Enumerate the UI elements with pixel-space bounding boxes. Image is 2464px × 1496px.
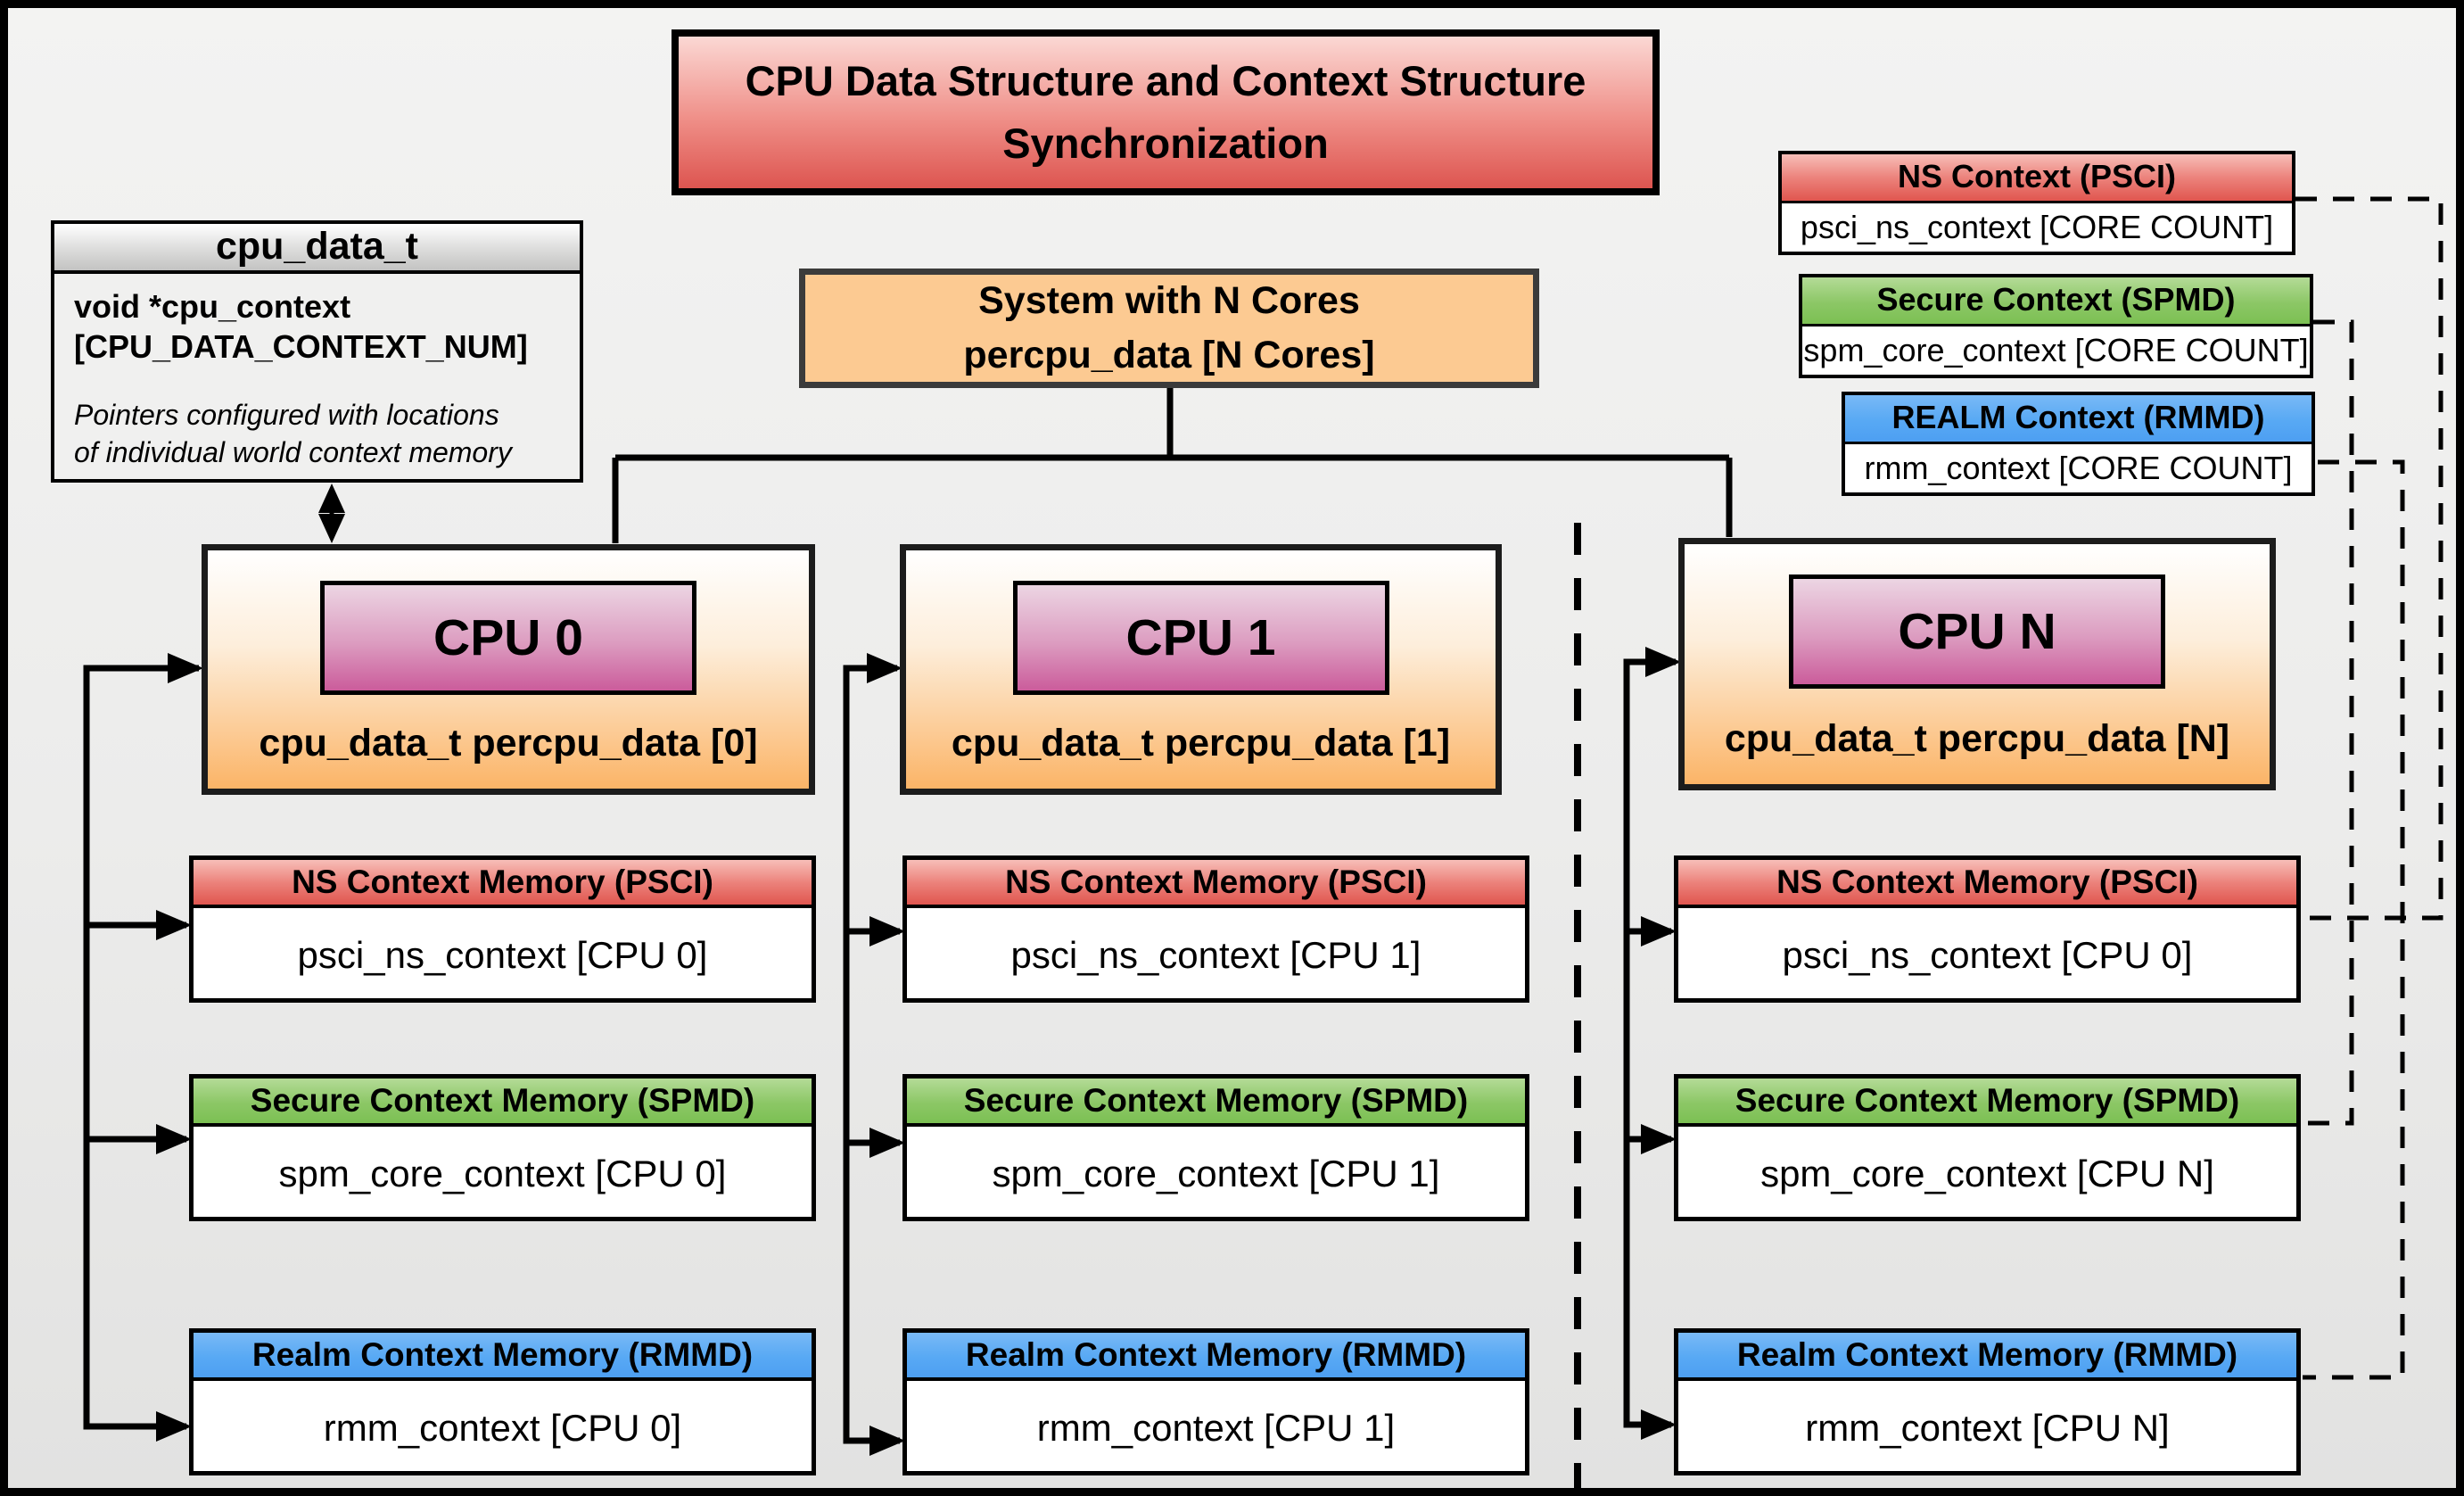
- legend-secure-spmd-title: Secure Context (SPMD): [1802, 277, 2310, 326]
- cpun-realm-memory-body: rmm_context [CPU N]: [1805, 1407, 2170, 1449]
- diagram-title-line2: Synchronization: [1002, 120, 1329, 167]
- cpu1-secure-memory-body: spm_core_context [CPU 1]: [992, 1153, 1440, 1194]
- cpun-realm-memory-box: Realm Context Memory (RMMD) rmm_context …: [1674, 1328, 2301, 1475]
- cpu1-chip: CPU 1: [1012, 581, 1389, 695]
- legend-realm-rmmd-body: rmm_context [CORE COUNT]: [1845, 444, 2312, 492]
- system-cores-line1: System with N Cores: [978, 278, 1360, 322]
- cpu1-secure-memory-title: Secure Context Memory (SPMD): [907, 1079, 1525, 1127]
- legend-ns-psci-body: psci_ns_context [CORE COUNT]: [1782, 203, 2292, 252]
- cpun-secure-memory-body: spm_core_context [CPU N]: [1760, 1153, 2214, 1194]
- legend-secure-spmd-body: spm_core_context [CORE COUNT]: [1802, 326, 2310, 375]
- legend-rmmd-connector: [2303, 459, 2405, 1380]
- cpu1-data-label: cpu_data_t percpu_data [1]: [951, 722, 1451, 765]
- cpu1-ns-memory-body: psci_ns_context [CPU 1]: [1010, 934, 1422, 976]
- legend-secure-spmd: Secure Context (SPMD) spm_core_context […: [1799, 274, 2313, 378]
- cpu0-secure-memory-body: spm_core_context [CPU 0]: [278, 1153, 727, 1194]
- cpun-secure-memory-title: Secure Context Memory (SPMD): [1678, 1079, 2296, 1127]
- cpu1-pointer-rail: [843, 665, 900, 1444]
- cpun-realm-memory-title: Realm Context Memory (RMMD): [1678, 1333, 2296, 1381]
- struct-field: void *cpu_context [CPU_DATA_CONTEXT_NUM]: [74, 286, 560, 368]
- struct-note-line2: of individual world context memory: [74, 435, 512, 468]
- cpu0-realm-memory-title: Realm Context Memory (RMMD): [194, 1333, 812, 1381]
- struct-note: Pointers configured with locations of in…: [74, 396, 560, 471]
- cpu0-ns-memory-body: psci_ns_context [CPU 0]: [297, 934, 708, 976]
- struct-header: cpu_data_t: [54, 224, 580, 274]
- cpu0-secure-memory-box: Secure Context Memory (SPMD) spm_core_co…: [189, 1074, 816, 1221]
- diagram-title: CPU Data Structure and Context Structure…: [672, 29, 1660, 195]
- cpu-data-t-struct-box: cpu_data_t void *cpu_context [CPU_DATA_C…: [51, 220, 583, 483]
- cpun-ns-memory-body: psci_ns_context [CPU 0]: [1782, 934, 2193, 976]
- cpu0-pointer-arrowheads: [156, 653, 203, 1442]
- struct-sync-arrow: [318, 484, 345, 543]
- cpun-data-label: cpu_data_t percpu_data [N]: [1724, 717, 2230, 760]
- struct-body: void *cpu_context [CPU_DATA_CONTEXT_NUM]…: [54, 274, 580, 471]
- cpu0-secure-memory-title: Secure Context Memory (SPMD): [194, 1079, 812, 1127]
- system-cores-box: System with N Cores percpu_data [N Cores…: [799, 269, 1539, 388]
- system-cores-line2: percpu_data [N Cores]: [963, 334, 1375, 376]
- cpu0-chip: CPU 0: [320, 581, 696, 695]
- cpun-box: CPU N cpu_data_t percpu_data [N]: [1678, 538, 2276, 790]
- cpun-ns-memory-title: NS Context Memory (PSCI): [1678, 860, 2296, 908]
- cpu1-realm-memory-box: Realm Context Memory (RMMD) rmm_context …: [902, 1328, 1529, 1475]
- cpu0-pointer-rail: [83, 665, 199, 1430]
- cpun-pointer-arrowheads: [1641, 647, 1681, 1440]
- struct-field-line2: [CPU_DATA_CONTEXT_NUM]: [74, 328, 528, 366]
- cpun-pointer-rail: [1623, 658, 1676, 1428]
- cpu0-box: CPU 0 cpu_data_t percpu_data [0]: [202, 544, 815, 795]
- cpu0-ns-memory-title: NS Context Memory (PSCI): [194, 860, 812, 908]
- cpu1-secure-memory-box: Secure Context Memory (SPMD) spm_core_co…: [902, 1074, 1529, 1221]
- cpu1-realm-memory-body: rmm_context [CPU 1]: [1036, 1407, 1396, 1449]
- diagram-title-line1: CPU Data Structure and Context Structure: [745, 56, 1586, 104]
- cpu0-realm-memory-box: Realm Context Memory (RMMD) rmm_context …: [189, 1328, 816, 1475]
- legend-ns-psci: NS Context (PSCI) psci_ns_context [CORE …: [1778, 151, 2295, 255]
- cpu0-data-label: cpu_data_t percpu_data [0]: [259, 722, 758, 765]
- system-fanout-line: [612, 388, 1733, 543]
- cpu0-ns-memory-box: NS Context Memory (PSCI) psci_ns_context…: [189, 855, 816, 1003]
- cpu1-ns-memory-title: NS Context Memory (PSCI): [907, 860, 1525, 908]
- legend-psci-connector: [2295, 196, 2443, 921]
- legend-realm-rmmd: REALM Context (RMMD) rmm_context [CORE C…: [1842, 392, 2315, 496]
- cpu1-box: CPU 1 cpu_data_t percpu_data [1]: [900, 544, 1502, 795]
- cpun-secure-memory-box: Secure Context Memory (SPMD) spm_core_co…: [1674, 1074, 2301, 1221]
- cpu1-realm-memory-title: Realm Context Memory (RMMD): [907, 1333, 1525, 1381]
- cpu0-realm-memory-body: rmm_context [CPU 0]: [323, 1407, 682, 1449]
- cpun-ns-memory-box: NS Context Memory (PSCI) psci_ns_context…: [1674, 855, 2301, 1003]
- struct-note-line1: Pointers configured with locations: [74, 398, 499, 431]
- legend-ns-psci-title: NS Context (PSCI): [1782, 154, 2292, 203]
- cpu1-ns-memory-box: NS Context Memory (PSCI) psci_ns_context…: [902, 855, 1529, 1003]
- legend-realm-rmmd-title: REALM Context (RMMD): [1845, 395, 2312, 444]
- struct-field-line1: void *cpu_context: [74, 288, 351, 325]
- cpun-chip: CPU N: [1789, 574, 2165, 689]
